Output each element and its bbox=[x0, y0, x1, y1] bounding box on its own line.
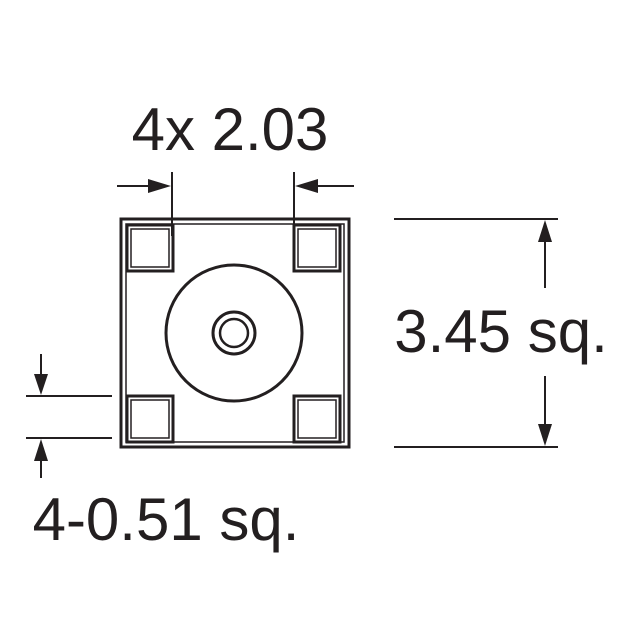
pad-top-left bbox=[125, 223, 175, 273]
pad-spacing-arrow-right bbox=[295, 179, 354, 193]
pad-size-label: 4-0.51 sq. bbox=[33, 486, 300, 553]
body-outline-inner bbox=[125, 223, 345, 443]
body-outline-outer bbox=[119, 217, 351, 449]
pad-bottom-left bbox=[125, 394, 175, 444]
body-size-arrow-top bbox=[538, 220, 552, 288]
pad-top-right bbox=[292, 223, 342, 273]
pad-bottom-right bbox=[292, 394, 342, 444]
center-hole-outer bbox=[211, 310, 257, 356]
pad-spacing-arrow-left bbox=[117, 179, 171, 193]
pad-spacing-label: 4x 2.03 bbox=[132, 96, 329, 163]
center-hole-inner bbox=[218, 317, 250, 349]
pad-size-arrow-top bbox=[34, 354, 48, 395]
body-size-label: 3.45 sq. bbox=[394, 298, 608, 365]
center-ring bbox=[164, 263, 304, 403]
body-size-arrow-bottom bbox=[538, 376, 552, 446]
pad-size-arrow-bottom bbox=[34, 439, 48, 478]
